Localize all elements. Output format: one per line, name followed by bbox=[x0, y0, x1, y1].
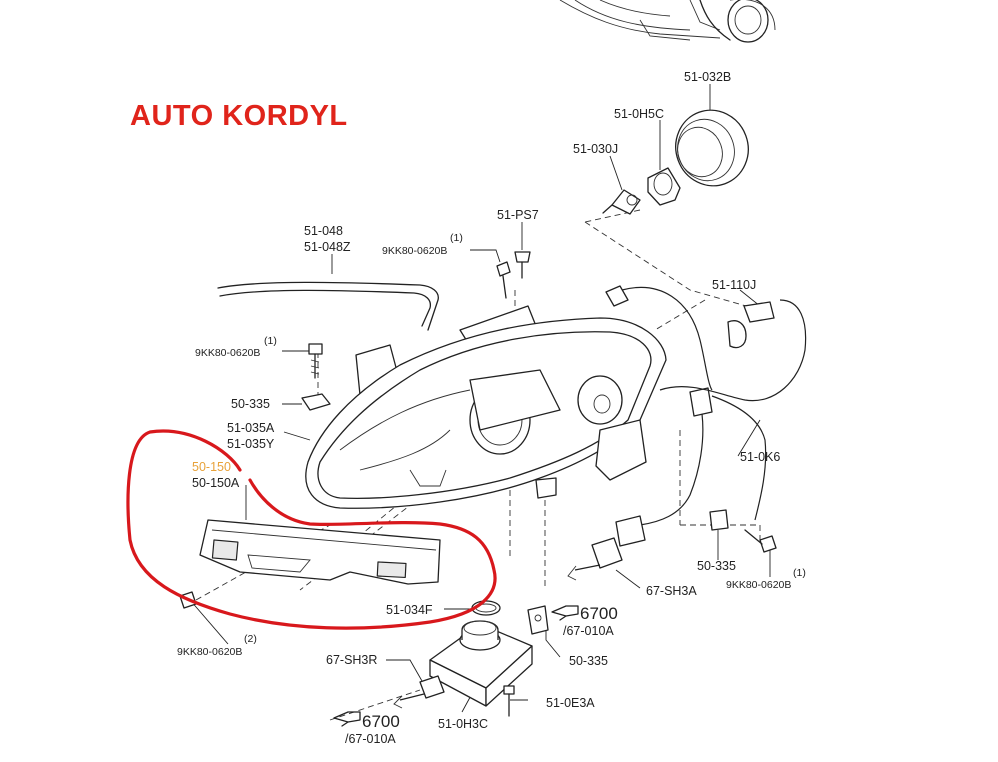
label-6700-right: 6700 bbox=[580, 604, 618, 623]
clip-icon-50-335-right bbox=[709, 509, 729, 531]
connector-icon-67-SH3R bbox=[393, 675, 445, 709]
clip-icon-51-PS7 bbox=[514, 251, 531, 279]
label-qty-right: (1) bbox=[793, 567, 806, 579]
watermark-text: AUTO KORDYL bbox=[130, 100, 348, 132]
label-qty-left: (1) bbox=[264, 335, 277, 347]
label-67-SH3R: 67-SH3R bbox=[326, 653, 377, 667]
label-51-0E3A: 51-0E3A bbox=[546, 696, 595, 710]
screw-icon-right bbox=[744, 529, 777, 553]
label-51-048: 51-048 bbox=[304, 224, 343, 238]
label-51-034F: 51-034F bbox=[386, 603, 433, 617]
part-labels: 51-032B 51-0H5C 51-030J 51-PS7 51-048 51… bbox=[177, 70, 806, 746]
clip-icon-50-335-bottom bbox=[527, 605, 549, 635]
label-51-110J: 51-110J bbox=[712, 278, 756, 292]
vehicle-illustration bbox=[559, 0, 776, 43]
part-51-048-strip bbox=[217, 281, 439, 331]
screw-icon-51-0E3A bbox=[503, 685, 515, 717]
label-51-0H5C: 51-0H5C bbox=[614, 107, 664, 121]
part-51-0K6-harness bbox=[567, 285, 807, 581]
label-qty-top: (1) bbox=[450, 232, 463, 244]
highlight-ring bbox=[126, 429, 497, 630]
label-6700-left: 6700 bbox=[362, 712, 400, 731]
part-51-0H3C-ballast bbox=[429, 620, 533, 707]
screw-icon-top bbox=[496, 261, 511, 299]
screw-icon-left bbox=[308, 343, 323, 379]
label-51-048Z: 51-048Z bbox=[304, 240, 351, 254]
label-67-SH3A: 67-SH3A bbox=[646, 584, 697, 598]
label-51-032B: 51-032B bbox=[684, 70, 731, 84]
label-50-150A: 50-150A bbox=[192, 476, 240, 490]
label-9KK80-top: 9KK80-0620B bbox=[382, 245, 447, 257]
label-51-030J: 51-030J bbox=[573, 142, 618, 156]
label-51-035Y: 51-035Y bbox=[227, 437, 275, 451]
reference-pointer-icon-right bbox=[551, 605, 579, 621]
label-50-335-right: 50-335 bbox=[697, 559, 736, 573]
label-67-010A-right: /67-010A bbox=[563, 624, 614, 638]
label-67-010A-left: /67-010A bbox=[345, 732, 396, 746]
part-51-032B-ring bbox=[675, 109, 749, 187]
label-50-150: 50-150 bbox=[192, 460, 231, 474]
reference-pointer-icon-left bbox=[333, 711, 361, 727]
label-50-335-bottom: 50-335 bbox=[569, 654, 608, 668]
label-51-PS7: 51-PS7 bbox=[497, 208, 539, 222]
bulb-icon-51-030J bbox=[602, 189, 641, 215]
label-50-335-left: 50-335 bbox=[231, 397, 270, 411]
label-9KK80-right: 9KK80-0620B bbox=[726, 579, 791, 591]
clip-icon-50-335-left bbox=[301, 393, 331, 411]
label-qty-bottom: (2) bbox=[244, 633, 257, 645]
part-50-150A-bracket bbox=[199, 519, 441, 585]
label-51-0H3C: 51-0H3C bbox=[438, 717, 488, 731]
label-51-035A: 51-035A bbox=[227, 421, 275, 435]
label-9KK80-bottom: 9KK80-0620B bbox=[177, 646, 242, 658]
part-51-0H5C-holder bbox=[647, 167, 681, 206]
label-9KK80-left: 9KK80-0620B bbox=[195, 347, 260, 359]
part-51-035A-headlamp bbox=[305, 305, 667, 509]
label-51-0K6: 51-0K6 bbox=[740, 450, 780, 464]
